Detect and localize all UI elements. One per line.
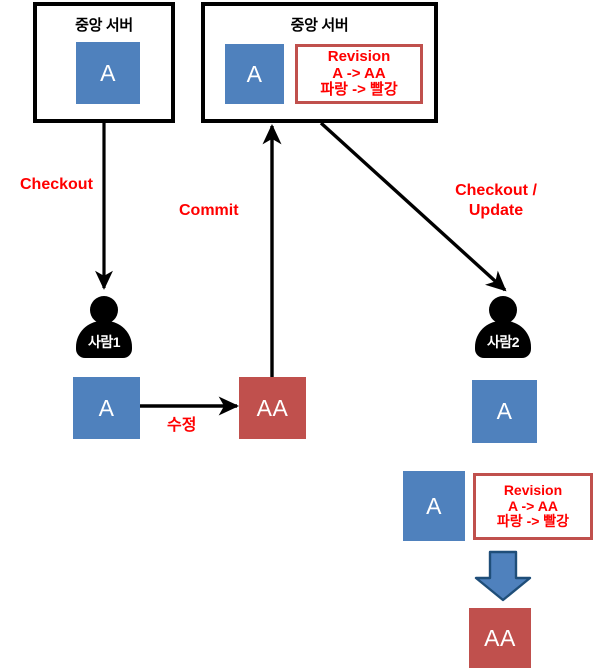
server-left-file-a[interactable]: A (76, 42, 140, 104)
modify-label: 수정 (167, 417, 197, 434)
person-2-label: 사람2 (486, 334, 520, 350)
local-revision-heading: Revision (503, 481, 563, 498)
server-left-title: 중앙 서버 (75, 17, 133, 34)
checkout-update-label: Checkout / Update (455, 182, 537, 219)
apply-revision-block-arrow (474, 550, 532, 602)
person-icon-body (475, 321, 531, 358)
person-icon-body (76, 321, 132, 358)
commit-label: Commit (179, 202, 239, 219)
person-2-figure[interactable]: 사람2 (475, 296, 531, 358)
revision-line-3: 파랑 -> 빨강 (320, 81, 398, 99)
server-box-left[interactable]: 중앙 서버 A (33, 2, 175, 123)
person-1-label: 사람1 (87, 334, 121, 350)
server-right-file-a[interactable]: A (225, 44, 284, 104)
person-icon-head (489, 296, 517, 324)
person-1-figure[interactable]: 사람1 (76, 296, 132, 358)
server-box-right[interactable]: 중앙 서버 A Revision A -> AA 파랑 -> 빨강 (201, 2, 438, 123)
checkout-label: Checkout (20, 176, 93, 193)
person-2-file-a-before-update[interactable]: A (403, 471, 465, 541)
person-1-file-a[interactable]: A (73, 377, 140, 439)
server-right-revision-note: Revision A -> AA 파랑 -> 빨강 (295, 44, 423, 104)
local-revision-line-3: 파랑 -> 빨강 (496, 513, 570, 530)
server-right-title: 중앙 서버 (290, 17, 349, 34)
person-1-file-aa[interactable]: AA (239, 377, 306, 439)
revision-line-2: A -> AA (332, 64, 386, 82)
person-icon-head (90, 296, 118, 324)
local-revision-line-2: A -> AA (508, 497, 558, 514)
person-2-file-aa-after-update[interactable]: AA (469, 608, 531, 668)
person-2-file-a[interactable]: A (472, 380, 537, 443)
local-revision-note: Revision A -> AA 파랑 -> 빨강 (473, 473, 593, 540)
revision-heading: Revision (327, 47, 391, 65)
